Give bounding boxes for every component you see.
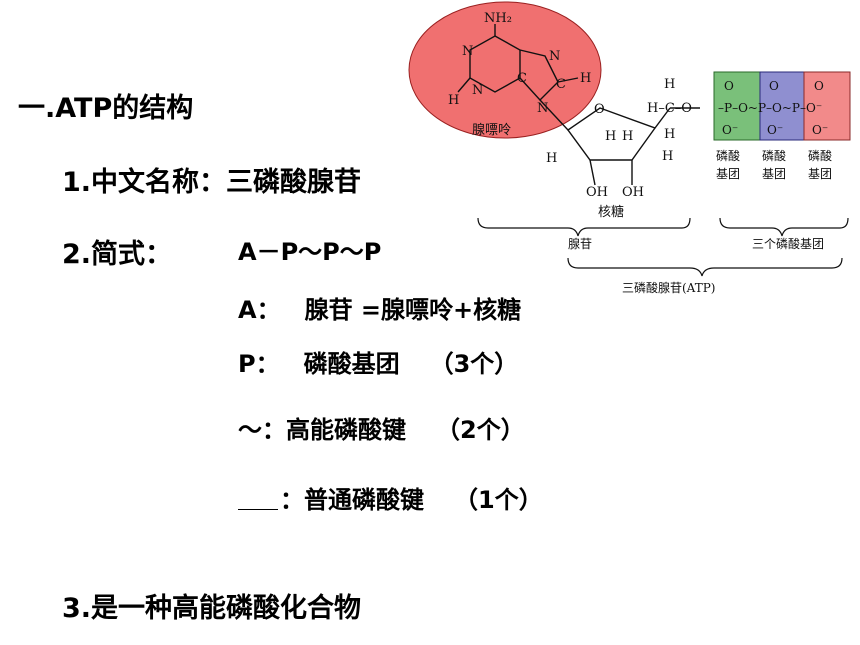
def-p-count: （3个）: [429, 350, 519, 378]
atom-c4: C: [517, 71, 527, 86]
phosphate-box-3: [803, 71, 851, 141]
def-wave-text: 高能磷酸键: [286, 416, 406, 444]
atom-n3: N: [472, 83, 483, 98]
braces: [477, 217, 849, 277]
phosphate-box-1: [713, 71, 761, 141]
chinese-name-line: 1.中文名称：三磷酸腺苷: [62, 160, 361, 199]
formula-label: 2.简式：: [62, 239, 173, 270]
ribose-oh2: OH: [622, 185, 644, 200]
def-line-count: （1个）: [454, 486, 543, 514]
atp-structure-diagram: NH₂ N N N N H H C C 腺嘌呤 O H H H H OH OH …: [408, 1, 851, 295]
three-phosphates-label: 三个磷酸基团: [752, 236, 824, 251]
phosphate-label-3b: 基团: [808, 167, 832, 181]
section-title: 一.ATP的结构: [18, 93, 194, 124]
ribose-h2: H: [605, 129, 616, 144]
phosphate-chain: –P–O~P–O~P–O⁻: [718, 101, 822, 115]
atom-n7: N: [549, 49, 560, 64]
phosphate-o1: O: [724, 79, 734, 93]
phosphate-label-2b: 基团: [762, 167, 786, 181]
phosphate-box-2: [759, 71, 805, 141]
single-bond-line-icon: [238, 508, 278, 510]
atom-h2: H: [448, 93, 459, 108]
atom-h8: H: [580, 71, 591, 86]
phosphate-label-1b: 基团: [716, 167, 740, 181]
phosphate-label-3a: 磷酸: [808, 148, 832, 163]
phosphate-o2: O: [769, 79, 779, 93]
def-line-symbol: ：: [280, 486, 304, 514]
def-phosphate: P： 磷酸基团 （3个）: [238, 344, 518, 379]
def-p-symbol: P：: [238, 350, 280, 378]
ribose-h3: H: [622, 129, 633, 144]
phosphate-o3: O: [814, 79, 824, 93]
adenine-label: 腺嘌呤: [472, 122, 511, 138]
def-a-symbol: A：: [238, 296, 281, 324]
ribose-h4: H: [662, 149, 673, 164]
ribose-oh1: OH: [586, 185, 608, 200]
def-adenosine: A： 腺苷 =腺嘌呤+核糖: [238, 290, 521, 325]
phosphate-om2: O⁻: [767, 123, 783, 137]
def-high-energy-bond: ～：高能磷酸键 （2个）: [238, 410, 525, 445]
def-line-text: 普通磷酸键: [304, 486, 424, 514]
def-normal-bond: ：普通磷酸键 （1个）: [238, 480, 543, 515]
def-p-text: 磷酸基团: [303, 350, 400, 378]
ch2-h-top: H: [664, 77, 675, 92]
ribose-o: O: [594, 102, 605, 117]
atom-c8: C: [556, 77, 566, 92]
atom-n9: N: [537, 101, 548, 116]
ribose-h1: H: [546, 151, 557, 166]
adenine-highlight: [408, 1, 602, 139]
atp-formula: A－P～P～P: [238, 238, 382, 266]
def-a-text: 腺苷 =腺嘌呤+核糖: [304, 296, 522, 324]
chinese-name-value: 三磷酸腺苷: [226, 167, 362, 198]
phosphate-om1: O⁻: [722, 123, 738, 137]
phosphate-label-2a: 磷酸: [762, 148, 786, 163]
ribose-label: 核糖: [598, 204, 624, 220]
phosphate-label-1a: 磷酸: [716, 148, 740, 163]
atom-n1: N: [462, 44, 473, 59]
def-wave-count: （2个）: [436, 416, 525, 444]
atp-label: 三磷酸腺苷(ATP): [622, 280, 715, 295]
compound-type-line: 3.是一种高能磷酸化合物: [62, 593, 362, 624]
def-wave-symbol: ～：: [238, 416, 286, 444]
adenosine-label: 腺苷: [568, 237, 592, 251]
ribose-ring: [539, 99, 700, 186]
chinese-name-label: 1.中文名称：: [62, 167, 227, 198]
adenine-rings: [457, 24, 579, 102]
adenine-nh2: NH₂: [484, 11, 512, 26]
phosphate-om3: O⁻: [812, 123, 828, 137]
ch2-h-left: H–C–O: [647, 101, 692, 116]
ch2-h-bottom: H: [664, 127, 675, 142]
